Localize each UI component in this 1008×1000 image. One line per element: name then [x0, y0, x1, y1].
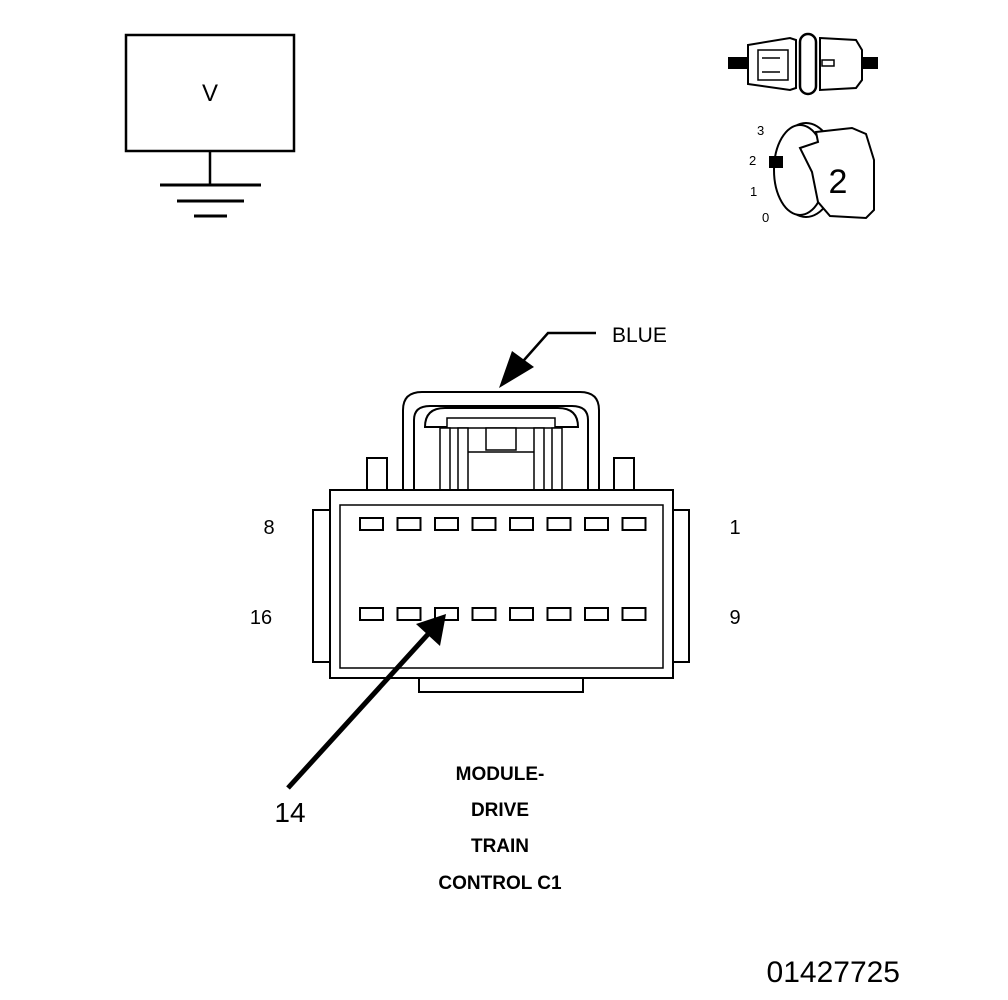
pin-label-8: 8: [263, 517, 274, 539]
top-row-pins: [359, 517, 647, 531]
ignition-position-3: 3: [757, 123, 764, 138]
pin-label-9: 9: [729, 607, 740, 629]
connector-name-line-2: DRIVE: [471, 800, 529, 821]
connector-name-line-4: CONTROL C1: [438, 873, 562, 894]
bottom-pin-cavity: [546, 607, 572, 621]
ignition-position-2: 2: [749, 153, 756, 168]
pin-callout-arrowhead: [416, 614, 446, 646]
pin-label-16: 16: [250, 607, 272, 629]
connector-name-line-3: TRAIN: [471, 836, 529, 857]
highlighted-pin-number: 14: [274, 797, 305, 828]
top-pin-cavity: [546, 517, 572, 531]
bottom-pin-cavity: [359, 607, 384, 621]
ignition-position-1: 1: [750, 184, 757, 199]
ignition-position-0: 0: [762, 210, 769, 225]
color-callout: BLUE: [499, 324, 667, 388]
connector-name: MODULE- DRIVE TRAIN CONTROL C1: [438, 764, 562, 894]
disconnected-connector-icon: [728, 32, 878, 96]
top-pin-cavity: [509, 517, 534, 531]
bottom-pin-cavity: [584, 607, 609, 621]
bottom-row-pins: [359, 607, 647, 621]
figure-id: 01427725: [767, 956, 900, 989]
color-callout-arrowhead: [499, 351, 534, 388]
ignition-key-icon: 3 2 1 0 2: [749, 122, 875, 225]
top-pin-cavity: [396, 517, 422, 531]
ground-icon: [160, 183, 261, 218]
voltmeter-box: [124, 33, 296, 153]
bottom-pin-cavity: [471, 607, 497, 621]
connector-color-label: BLUE: [612, 324, 667, 347]
connector-name-line-1: MODULE-: [456, 764, 545, 785]
pin-callout: 14: [274, 614, 446, 828]
voltmeter-label: V: [202, 80, 218, 107]
top-pin-cavity: [434, 517, 459, 531]
top-pin-cavity: [359, 517, 384, 531]
voltmeter-symbol: V: [124, 33, 296, 218]
top-pin-cavity: [621, 517, 647, 531]
top-pin-cavity: [471, 517, 497, 531]
top-pin-cavity: [584, 517, 609, 531]
pin-label-1: 1: [729, 517, 740, 539]
ignition-key-number: 2: [829, 163, 848, 201]
connector-body: [312, 391, 690, 693]
bottom-pin-cavity: [396, 607, 422, 621]
bottom-pin-cavity: [509, 607, 534, 621]
bottom-pin-cavity: [621, 607, 647, 621]
